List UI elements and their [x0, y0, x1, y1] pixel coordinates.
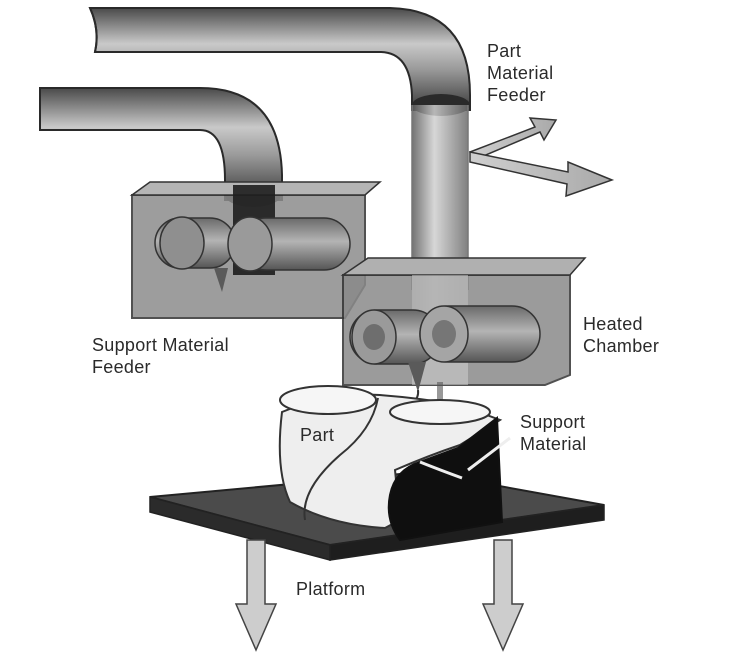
- part-material-feeder-line-3: Feeder: [487, 85, 546, 105]
- heated-chamber-label: Heated Chamber: [583, 313, 659, 357]
- support-material-feeder-label: Support Material Feeder: [92, 334, 229, 378]
- part-material-feeder-label: Part Material Feeder: [487, 40, 553, 106]
- platform-label: Platform: [296, 579, 366, 599]
- support-material-label: Support Material: [520, 411, 586, 455]
- support-feeder-box: [129, 181, 383, 319]
- platform-z-arrows: [234, 539, 525, 652]
- support-material-line-1: Support: [520, 412, 586, 432]
- support-material-feeder-line-2: Feeder: [92, 357, 151, 377]
- support-material-line-2: Material: [520, 434, 587, 454]
- part-and-support-object: [278, 385, 511, 542]
- heated-chamber-line-1: Heated: [583, 314, 643, 334]
- motion-arrows: [468, 117, 615, 198]
- part-material-feeder-line-1: Part: [487, 41, 522, 61]
- heated-chamber-line-2: Chamber: [583, 336, 660, 356]
- part-material-feeder-line-2: Material: [487, 63, 554, 83]
- heated-chamber-box: [340, 257, 587, 392]
- support-material-feeder-line-1: Support Material: [92, 335, 229, 355]
- part-label: Part: [300, 425, 335, 445]
